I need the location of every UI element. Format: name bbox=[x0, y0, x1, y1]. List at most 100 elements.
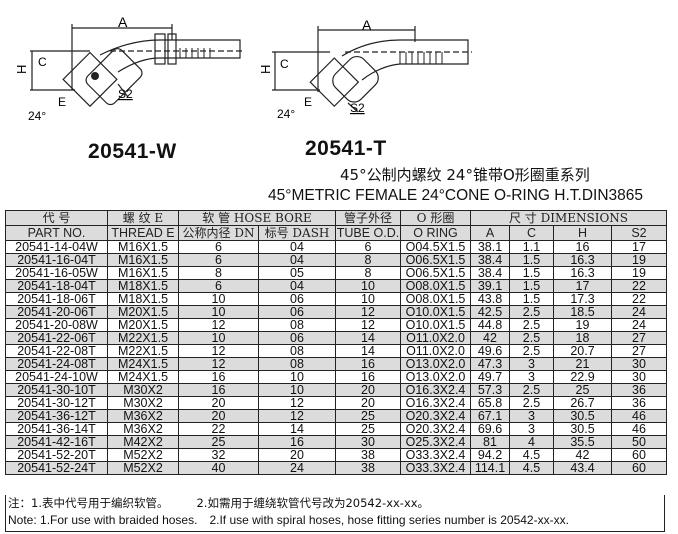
table-cell: 20541-22-08T bbox=[5, 344, 108, 358]
header-a: A bbox=[470, 225, 510, 241]
table-cell: M24X1.5 bbox=[107, 370, 179, 384]
table-cell: M30X2 bbox=[107, 383, 179, 397]
table-cell: 14 bbox=[335, 344, 401, 358]
table-cell: M52X2 bbox=[107, 461, 179, 475]
table-cell: O16.3X2.4 bbox=[400, 396, 471, 410]
table-cell: O06.5X1.5 bbox=[400, 253, 471, 267]
table-cell: 40 bbox=[178, 461, 259, 475]
table-cell: 47.3 bbox=[470, 357, 510, 371]
table-cell: 16 bbox=[553, 240, 612, 254]
table-cell: 04 bbox=[258, 279, 336, 293]
table-cell: 20541-30-12T bbox=[5, 396, 108, 410]
table-cell: 2.5 bbox=[509, 383, 554, 397]
table-cell: 12 bbox=[178, 357, 259, 371]
table-cell: 22 bbox=[611, 279, 667, 293]
table-cell: 20541-18-06T bbox=[5, 292, 108, 306]
table-cell: O11.0X2.0 bbox=[400, 331, 471, 345]
svg-text:H: H bbox=[14, 65, 29, 74]
svg-text:24°: 24° bbox=[28, 109, 46, 123]
table-cell: 08 bbox=[258, 357, 336, 371]
table-cell: 42.5 bbox=[470, 305, 510, 319]
table-cell: 12 bbox=[178, 344, 259, 358]
table-cell: 25 bbox=[553, 383, 612, 397]
table-cell: M18X1.5 bbox=[107, 292, 179, 306]
table-cell: 3 bbox=[509, 357, 554, 371]
table-cell: M52X2 bbox=[107, 448, 179, 462]
specification-table: 代 号 螺 纹 E 软 管 HOSE BORE 管子外径 O 形圈 尺 寸 DI… bbox=[5, 210, 667, 475]
table-cell: 20541-36-12T bbox=[5, 409, 108, 423]
table-cell: 18.5 bbox=[553, 305, 612, 319]
table-cell: 20 bbox=[335, 396, 401, 410]
svg-text:S2: S2 bbox=[350, 101, 365, 115]
table-cell: 3 bbox=[509, 370, 554, 384]
table-cell: 10 bbox=[178, 331, 259, 345]
table-cell: 25 bbox=[178, 435, 259, 449]
table-cell: 24 bbox=[611, 305, 667, 319]
table-cell: O25.3X2.4 bbox=[400, 435, 471, 449]
table-cell: 06 bbox=[258, 331, 336, 345]
table-cell: 10 bbox=[335, 279, 401, 293]
table-cell: 3 bbox=[509, 422, 554, 436]
table-cell: 2.5 bbox=[509, 305, 554, 319]
table-cell: 27 bbox=[611, 331, 667, 345]
table-cell: 22 bbox=[611, 292, 667, 306]
table-cell: 60 bbox=[611, 461, 667, 475]
table-cell: 20 bbox=[258, 448, 336, 462]
header-s2: S2 bbox=[611, 225, 667, 241]
header-thread-en: THREAD E bbox=[107, 225, 179, 241]
table-cell: M22X1.5 bbox=[107, 331, 179, 345]
table-cell: 2.5 bbox=[509, 331, 554, 345]
table-cell: 49.6 bbox=[470, 344, 510, 358]
table-cell: 19 bbox=[611, 266, 667, 280]
table-cell: 25 bbox=[335, 409, 401, 423]
table-cell: 81 bbox=[470, 435, 510, 449]
title-english: 45°METRIC FEMALE 24°CONE O-RING H.T.DIN3… bbox=[268, 187, 644, 204]
table-cell: 114.1 bbox=[470, 461, 510, 475]
table-cell: 19 bbox=[553, 318, 612, 332]
table-cell: 20541-36-14T bbox=[5, 422, 108, 436]
table-cell: 35.5 bbox=[553, 435, 612, 449]
table-cell: 94.2 bbox=[470, 448, 510, 462]
table-cell: 38 bbox=[335, 461, 401, 475]
table-cell: 17 bbox=[611, 240, 667, 254]
table-cell: 38 bbox=[335, 448, 401, 462]
header-dn: 公称内径 DN bbox=[178, 225, 259, 241]
model-label-w: 20541-W bbox=[88, 140, 177, 163]
table-cell: 50 bbox=[611, 435, 667, 449]
table-cell: 06 bbox=[258, 292, 336, 306]
header-tube-cn: 管子外径 bbox=[335, 210, 401, 226]
table-cell: 08 bbox=[258, 344, 336, 358]
table-cell: 3 bbox=[509, 409, 554, 423]
table-cell: 18 bbox=[553, 331, 612, 345]
table-cell: 1.5 bbox=[509, 292, 554, 306]
table-cell: 4 bbox=[509, 435, 554, 449]
table-cell: 10 bbox=[258, 383, 336, 397]
table-cell: M22X1.5 bbox=[107, 344, 179, 358]
table-cell: 2.5 bbox=[509, 396, 554, 410]
svg-text:H: H bbox=[258, 65, 273, 74]
table-cell: 16 bbox=[178, 370, 259, 384]
table-cell: O06.5X1.5 bbox=[400, 266, 471, 280]
table-cell: M18X1.5 bbox=[107, 279, 179, 293]
table-cell: O33.3X2.4 bbox=[400, 461, 471, 475]
table-cell: O20.3X2.4 bbox=[400, 409, 471, 423]
table-cell: O20.3X2.4 bbox=[400, 422, 471, 436]
table-cell: 12 bbox=[258, 409, 336, 423]
table-cell: 20541-18-04T bbox=[5, 279, 108, 293]
table-cell: 16 bbox=[178, 383, 259, 397]
table-cell: 43.8 bbox=[470, 292, 510, 306]
table-cell: 10 bbox=[178, 292, 259, 306]
table-cell: 38.4 bbox=[470, 253, 510, 267]
table-cell: 16.3 bbox=[553, 253, 612, 267]
table-cell: M20X1.5 bbox=[107, 305, 179, 319]
